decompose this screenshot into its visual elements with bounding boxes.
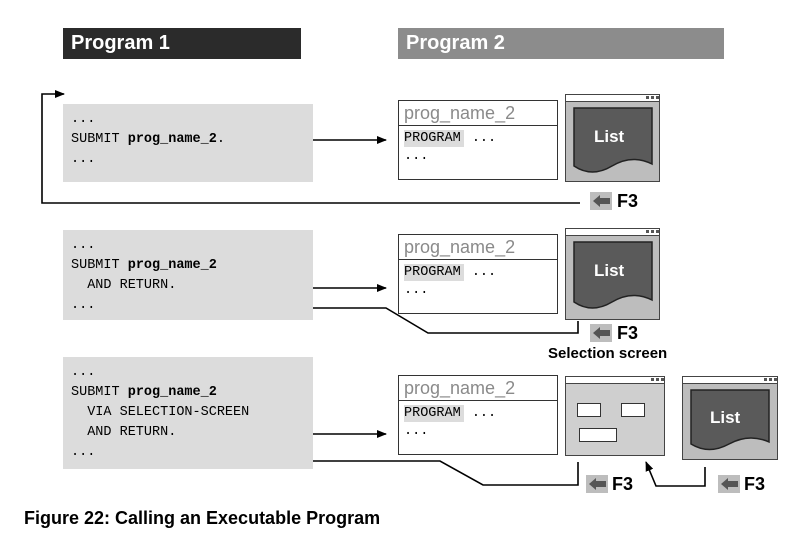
code-line: ... <box>71 365 96 380</box>
program-dots: ... <box>404 283 429 298</box>
list-label-2: List <box>594 261 625 280</box>
f3-key-label-1: F3 <box>617 191 639 211</box>
f3-key-label-2: F3 <box>617 323 639 343</box>
selection-screen-label: Selection screen <box>548 345 668 362</box>
selection-field <box>577 403 601 417</box>
program-statement: PROGRAM ... <box>404 264 497 281</box>
program-statement: PROGRAM ... <box>404 405 497 422</box>
program-title: prog_name_2 <box>399 101 557 126</box>
program-box-2: prog_name_2 PROGRAM ... ... <box>398 234 558 314</box>
code-line: ... <box>71 152 96 167</box>
program-box-3: prog_name_2 PROGRAM ... ... <box>398 375 558 455</box>
back-arrow-list-to-selection <box>645 461 706 487</box>
code-line: VIA SELECTION-SCREEN <box>71 405 250 420</box>
program-statement: PROGRAM ... <box>404 130 497 147</box>
code-line: SUBMIT prog_name_2. <box>71 132 225 147</box>
return-path-1 <box>41 90 580 204</box>
code-block-2: ... SUBMIT prog_name_2 AND RETURN. ... <box>63 230 313 320</box>
program-box-1: prog_name_2 PROGRAM ... ... <box>398 100 558 180</box>
back-arrow-icon <box>721 478 738 490</box>
code-line: ... <box>71 112 96 127</box>
return-path-3 <box>296 457 579 486</box>
figure-caption: Figure 22: Calling an Executable Program <box>24 508 381 528</box>
code-block-1: ... SUBMIT prog_name_2. ... <box>63 104 313 182</box>
code-line: AND RETURN. <box>71 425 177 440</box>
program2-header: Program 2 <box>398 28 724 59</box>
selection-field <box>621 403 645 417</box>
list-doc-icon-3 <box>690 389 770 451</box>
code-line: ... <box>71 238 96 253</box>
program-dots: ... <box>404 149 429 164</box>
code-line: ... <box>71 445 96 460</box>
f3-key-label-3: F3 <box>612 474 634 494</box>
f3-key-label-4: F3 <box>744 474 766 494</box>
code-block-3: ... SUBMIT prog_name_2 VIA SELECTION-SCR… <box>63 357 313 469</box>
program-title: prog_name_2 <box>399 376 557 401</box>
list-doc-icon-1 <box>573 107 653 173</box>
code-line: SUBMIT prog_name_2 <box>71 385 217 400</box>
back-arrow-icon <box>593 195 610 207</box>
list-label-3: List <box>710 408 741 427</box>
selection-field <box>579 428 617 442</box>
program1-header: Program 1 <box>63 28 301 59</box>
back-arrow-icon <box>593 327 610 339</box>
list-doc-icon-2 <box>573 241 653 309</box>
code-line: AND RETURN. <box>71 278 177 293</box>
code-line: SUBMIT prog_name_2 <box>71 258 217 273</box>
list-label-1: List <box>594 127 625 146</box>
return-path-2 <box>291 304 579 334</box>
program-dots: ... <box>404 424 429 439</box>
back-arrow-icon <box>589 478 606 490</box>
code-line: ... <box>71 298 96 313</box>
program-title: prog_name_2 <box>399 235 557 260</box>
